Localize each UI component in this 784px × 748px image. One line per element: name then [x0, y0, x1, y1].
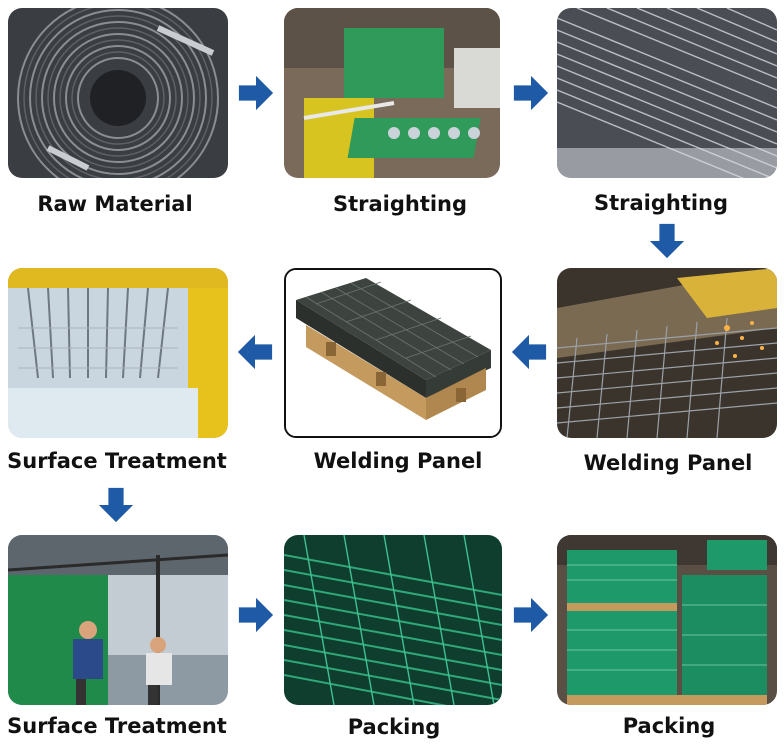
arrow-right-icon [237, 74, 275, 112]
green-mesh-panels-photo [284, 535, 502, 705]
arrow-right-icon [512, 596, 550, 634]
galvanizing-hooks-photo [8, 268, 228, 438]
step-label: Raw Material [0, 192, 235, 216]
arrow-right-icon [237, 596, 275, 634]
straight-wire-bundle-photo [557, 8, 777, 178]
mesh-panel-stack-on-pallet-photo [284, 268, 502, 438]
arrow-right-icon [512, 74, 550, 112]
powder-coating-workers-photo [8, 535, 228, 705]
step-label: Packing [274, 715, 514, 739]
step-label: Welding Panel [548, 451, 784, 475]
welding-sparks-photo [557, 268, 777, 438]
step-label: Surface Treatment [0, 714, 237, 738]
step-label: Straighting [541, 191, 781, 215]
wire-coil-photo [8, 8, 228, 178]
step-label: Straighting [280, 192, 520, 216]
arrow-left-icon [236, 333, 274, 371]
wrapped-pallets-photo [557, 535, 777, 705]
straightening-machine-photo [284, 8, 500, 178]
step-label: Packing [549, 714, 784, 738]
arrow-down-icon [97, 486, 135, 524]
step-label: Welding Panel [278, 449, 518, 473]
step-label: Surface Treatment [0, 449, 237, 473]
arrow-left-icon [510, 333, 548, 371]
arrow-down-icon [648, 222, 686, 260]
